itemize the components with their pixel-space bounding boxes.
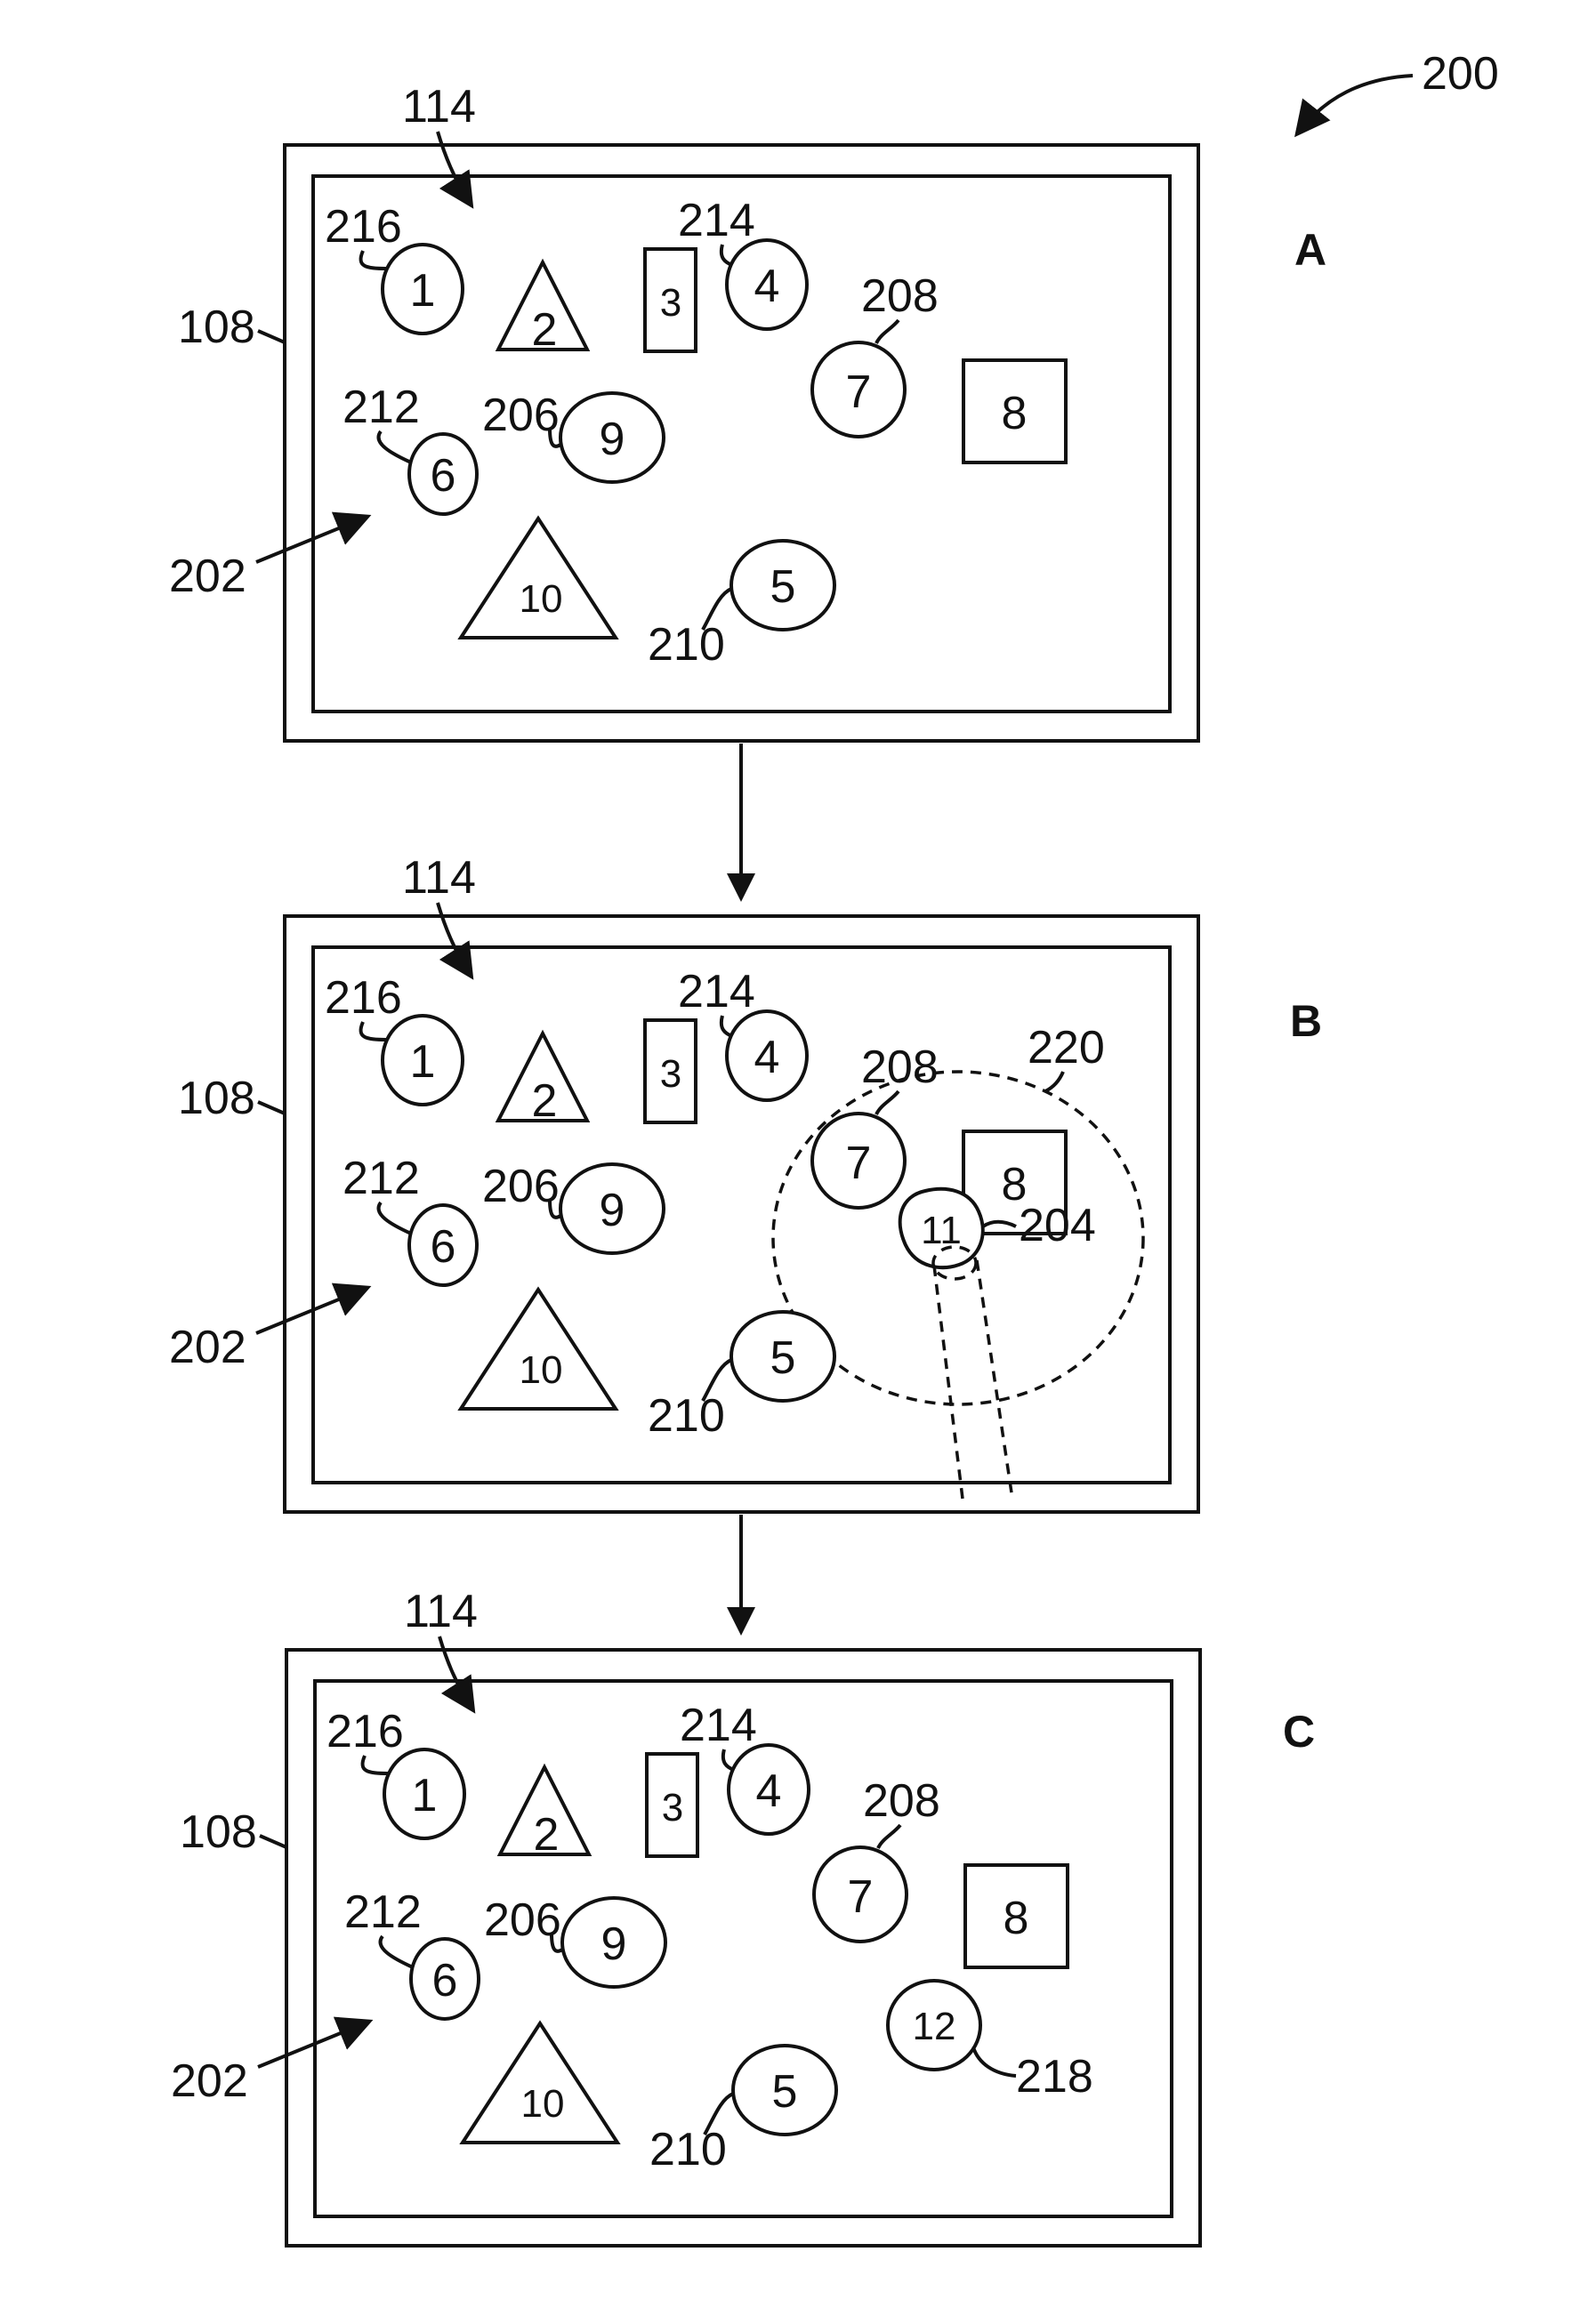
ref-obj12-leader [973,2047,1016,2076]
object-8-label: 8 [1002,388,1028,439]
ref-obj7-leader [876,320,899,343]
ref-obj12: 218 [1016,2051,1093,2103]
ref-frame-leader [258,331,285,342]
ref-obj9: 206 [482,390,560,441]
figure-reference: 200 [1299,48,1499,132]
ref-objects-arrow [256,518,365,562]
ref-obj5: 210 [648,1390,725,1442]
object-7-label: 7 [848,1871,874,1923]
panel-a: A 114 108 202 1 216 2 3 4 214 7 208 8 [169,81,1326,741]
ref-obj1: 216 [326,1706,404,1757]
object-10-label: 10 [520,1348,563,1392]
object-2-label: 2 [532,304,558,356]
ref-obj4: 214 [678,966,755,1017]
object-9-label: 9 [601,1918,627,1970]
object-4-label: 4 [754,1032,780,1083]
object-10-label: 10 [521,2082,565,2126]
ref-obj5: 210 [649,2124,727,2175]
object-3-label: 3 [660,281,681,325]
object-3-label: 3 [660,1052,681,1096]
ref-frame-leader [258,1102,285,1114]
ref-obj1-leader [361,251,386,269]
ref-obj9: 206 [484,1894,561,1946]
ref-frame: 108 [178,302,255,353]
panel-c: C 114 108 202 1 216 2 3 4 214 7 208 8 6 … [171,1586,1315,2246]
ref-display: 114 [404,1586,478,1637]
ref-new-obj: 204 [1019,1200,1096,1251]
ref-obj7-leader [878,1825,900,1848]
ref-obj4: 214 [680,1700,757,1751]
ref-frame: 108 [178,1073,255,1124]
object-5-label: 5 [770,561,796,613]
figure-ref-arrow [1299,76,1413,132]
ref-obj7: 208 [861,270,939,322]
ref-obj6-leader [381,1936,413,1967]
ref-obj1: 216 [325,972,402,1024]
ref-objects-arrow [258,2022,367,2067]
panel-b: B 114 108 202 1 216 2 3 4 214 220 7 208 … [169,852,1322,1512]
ref-region: 220 [1028,1022,1105,1074]
ref-obj5: 210 [648,619,725,671]
object-2-label: 2 [532,1075,558,1127]
ref-objects: 202 [169,551,246,602]
ref-obj4: 214 [678,195,755,246]
ref-obj9: 206 [482,1161,560,1212]
panel-letter: A [1294,225,1326,275]
ref-obj7: 208 [863,1775,940,1827]
ref-obj6: 212 [343,382,420,433]
ref-frame-leader [260,1836,286,1847]
object-12-label: 12 [913,2005,956,2048]
ref-display: 114 [402,81,476,133]
object-2-label: 2 [534,1809,560,1861]
object-6-label: 6 [432,1955,458,2006]
object-6-label: 6 [431,450,456,502]
object-9-label: 9 [600,414,625,465]
ref-obj7-leader [876,1091,899,1114]
object-11-label: 11 [921,1209,962,1252]
ref-display-arrow [438,903,470,974]
object-7-label: 7 [846,1138,872,1189]
object-3-label: 3 [662,1786,683,1829]
ref-objects-arrow [256,1289,365,1333]
object-1-label: 1 [410,265,436,317]
ref-obj6: 212 [343,1153,420,1204]
ref-obj6-leader [379,1202,411,1234]
object-8-label: 8 [1004,1893,1029,1944]
ref-objects: 202 [169,1322,246,1373]
panel-letter: B [1290,996,1322,1046]
ref-display-arrow [439,1636,472,1708]
ref-display: 114 [402,852,476,904]
object-5-label: 5 [770,1332,796,1384]
object-6-label: 6 [431,1221,456,1273]
object-5-label: 5 [772,2066,798,2118]
object-7-label: 7 [846,366,872,418]
ref-obj1-leader [363,1756,388,1773]
finger-icon [934,1260,1012,1499]
object-9-label: 9 [600,1185,625,1236]
object-10-label: 10 [520,577,563,621]
object-4-label: 4 [754,261,780,312]
object-1-label: 1 [412,1770,438,1821]
ref-frame: 108 [180,1806,257,1858]
ref-display-arrow [438,132,470,203]
panel-letter: C [1283,1707,1315,1757]
ref-obj6-leader [379,431,411,462]
object-1-label: 1 [410,1036,436,1088]
ref-obj7: 208 [861,1041,939,1093]
figure-ref-label: 200 [1422,48,1499,100]
ref-obj1-leader [361,1022,386,1040]
ref-obj6: 212 [344,1886,422,1938]
ref-obj1: 216 [325,201,402,253]
object-4-label: 4 [756,1765,782,1817]
ref-objects: 202 [171,2055,248,2107]
ref-region-leader [1045,1072,1063,1091]
